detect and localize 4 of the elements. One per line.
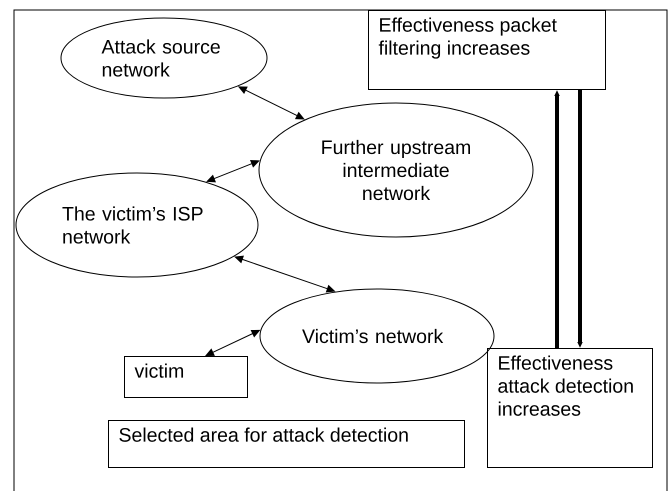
text-box: Effectiveness attack detection increases (487, 348, 653, 468)
text-box: Selected area for attack detection (108, 420, 465, 468)
text-box: Effectiveness packet filtering increases (368, 10, 606, 90)
text-box: victim (124, 356, 248, 398)
